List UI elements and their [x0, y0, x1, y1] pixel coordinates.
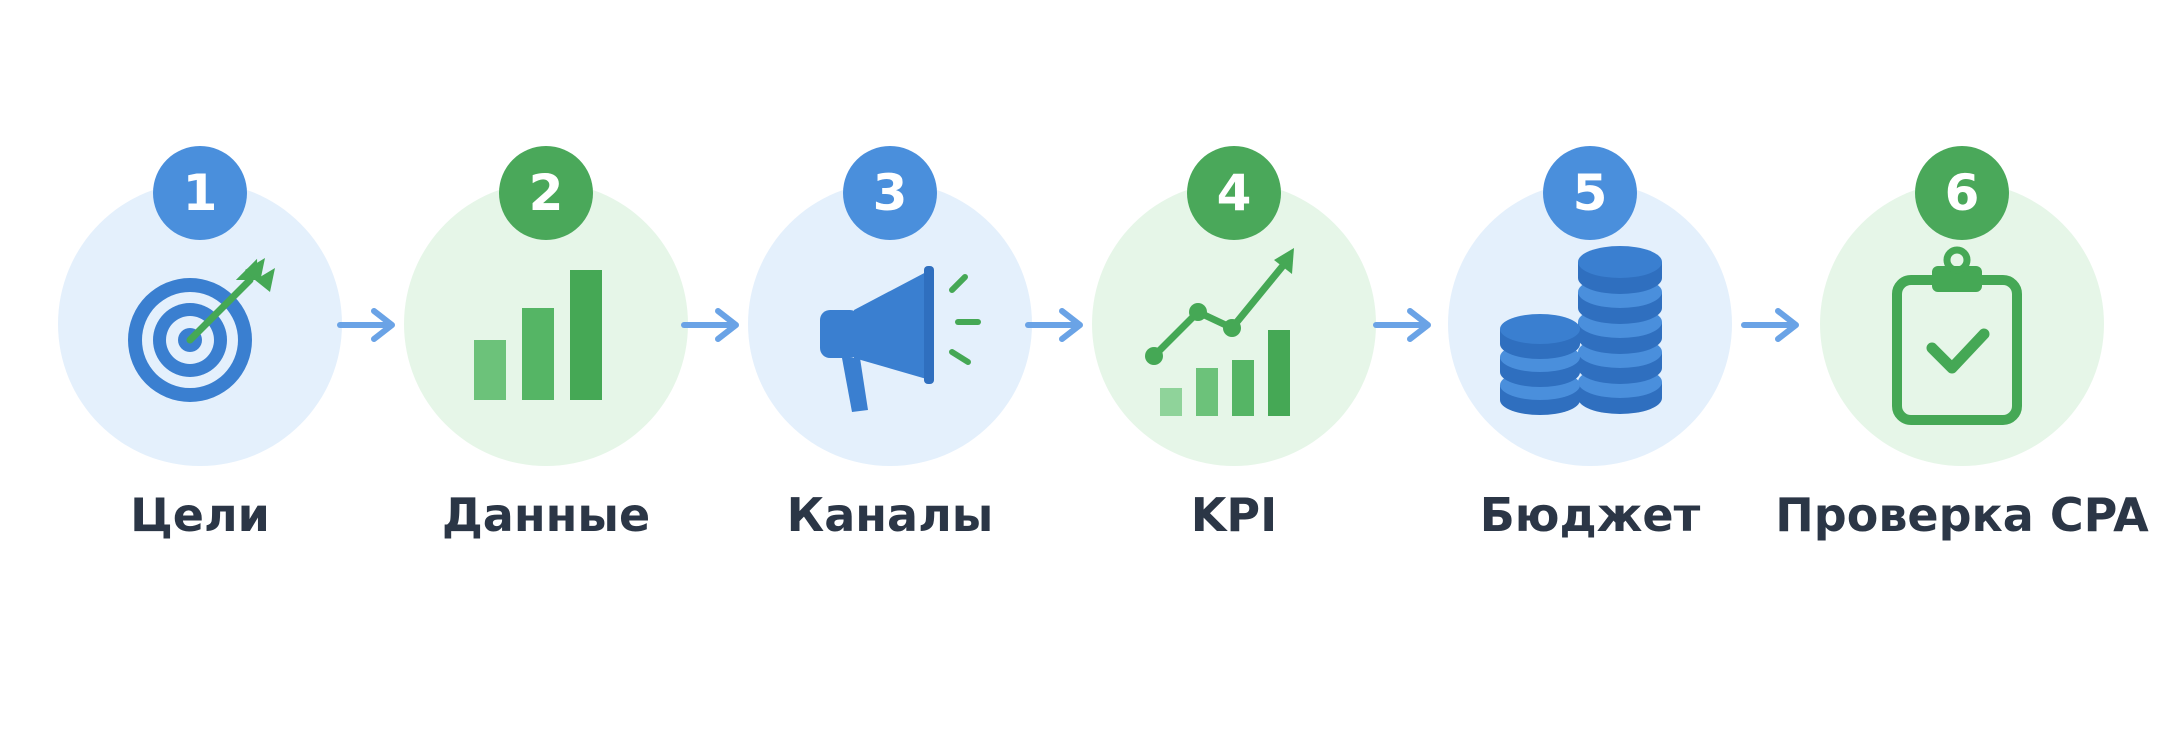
step-number-badge: 5 — [1543, 146, 1637, 240]
step-kpi: 4 KPI — [1084, 0, 1384, 729]
target-icon — [90, 230, 310, 430]
arrow-right-icon — [1372, 305, 1434, 345]
step-number-badge: 2 — [499, 146, 593, 240]
arrow-right-icon — [680, 305, 742, 345]
step-budget: 5 Бюджет — [1440, 0, 1740, 729]
step-number-badge: 6 — [1915, 146, 2009, 240]
step-label: Бюджет — [1479, 488, 1701, 542]
step-label: Цели — [130, 488, 270, 542]
arrow-right-icon — [1024, 305, 1086, 345]
step-label: Каналы — [786, 488, 994, 542]
step-number-badge: 1 — [153, 146, 247, 240]
arrow-right-icon — [1740, 305, 1802, 345]
growth-chart-icon — [1124, 230, 1344, 430]
step-label: Данные — [441, 488, 651, 542]
step-channels: 3 Каналы — [740, 0, 1040, 729]
megaphone-icon — [780, 230, 1000, 430]
coins-icon — [1480, 230, 1700, 430]
step-cpa-check: 6 Проверка CPA — [1775, 0, 2149, 729]
step-label: KPI — [1190, 488, 1278, 542]
bar-chart-icon — [436, 230, 656, 430]
step-goals: 1 Цели — [50, 0, 350, 729]
step-data: 2 Данные — [396, 0, 696, 729]
step-number-badge: 4 — [1187, 146, 1281, 240]
step-number-badge: 3 — [843, 146, 937, 240]
step-label: Проверка CPA — [1775, 488, 2149, 542]
arrow-right-icon — [336, 305, 398, 345]
clipboard-check-icon — [1852, 230, 2072, 430]
